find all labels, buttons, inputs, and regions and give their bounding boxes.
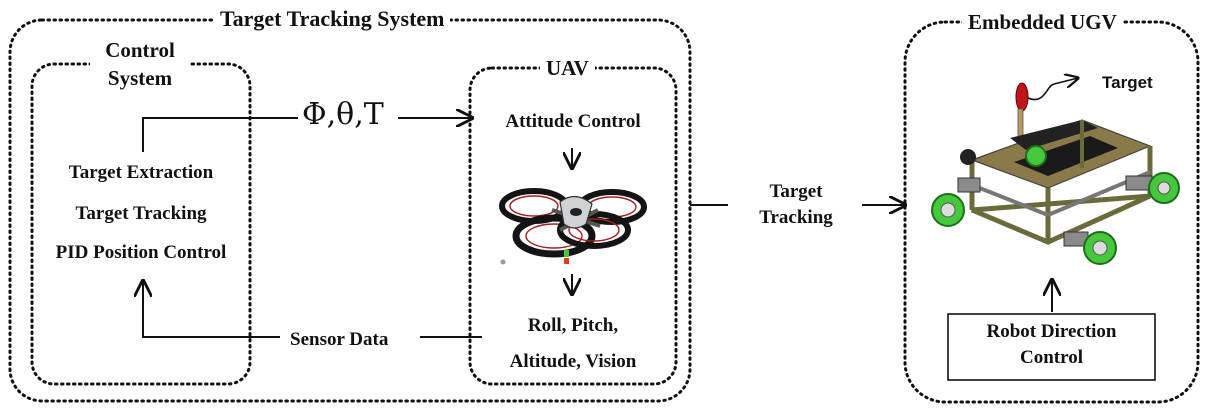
uav-outputs-line2: Altitude, Vision	[509, 351, 637, 372]
attitude-control-label: Attitude Control	[505, 111, 641, 132]
uav-outputs-line1: Roll, Pitch,	[527, 315, 619, 336]
ugv-title: Embedded UGV	[962, 12, 1123, 33]
target-tracking-label-line2: Tracking	[759, 207, 833, 228]
mecanum-wheel-back-right	[1148, 172, 1180, 204]
control-signal-label: Φ,θ,T	[302, 97, 384, 132]
target-marker	[1015, 82, 1029, 112]
control-item-pid-position-control: PID Position Control	[55, 242, 227, 263]
uav-title: UAV	[540, 58, 595, 79]
system-title: Target Tracking System	[214, 8, 451, 30]
control-item-target-extraction: Target Extraction	[68, 162, 214, 183]
control-system-title-line1: Control	[105, 38, 175, 62]
drone-rotor-back-left	[512, 214, 596, 258]
ugv-robot-image	[931, 78, 1180, 265]
mecanum-wheel-front-left	[931, 193, 965, 227]
control-item-target-tracking: Target Tracking	[75, 203, 207, 224]
sensor-data-label: Sensor Data	[290, 329, 389, 350]
robot-direction-label-line1: Robot Direction	[986, 321, 1117, 342]
control-system-title: Control System	[90, 36, 190, 92]
target-tracking-label-line1: Target	[769, 181, 823, 202]
target-label: Target	[1102, 73, 1153, 92]
robot-direction-label-line2: Control	[1020, 347, 1083, 368]
control-system-title-line2: System	[107, 66, 173, 90]
mecanum-wheel-front-right	[1083, 231, 1117, 265]
drone-image	[499, 188, 647, 265]
target-path-arrow	[1027, 78, 1078, 101]
robot-direction-box	[947, 313, 1156, 381]
sensor-feedback-line	[143, 281, 280, 338]
mecanum-wheel-back-left	[1025, 145, 1047, 167]
control-signal-arrow	[142, 117, 298, 152]
